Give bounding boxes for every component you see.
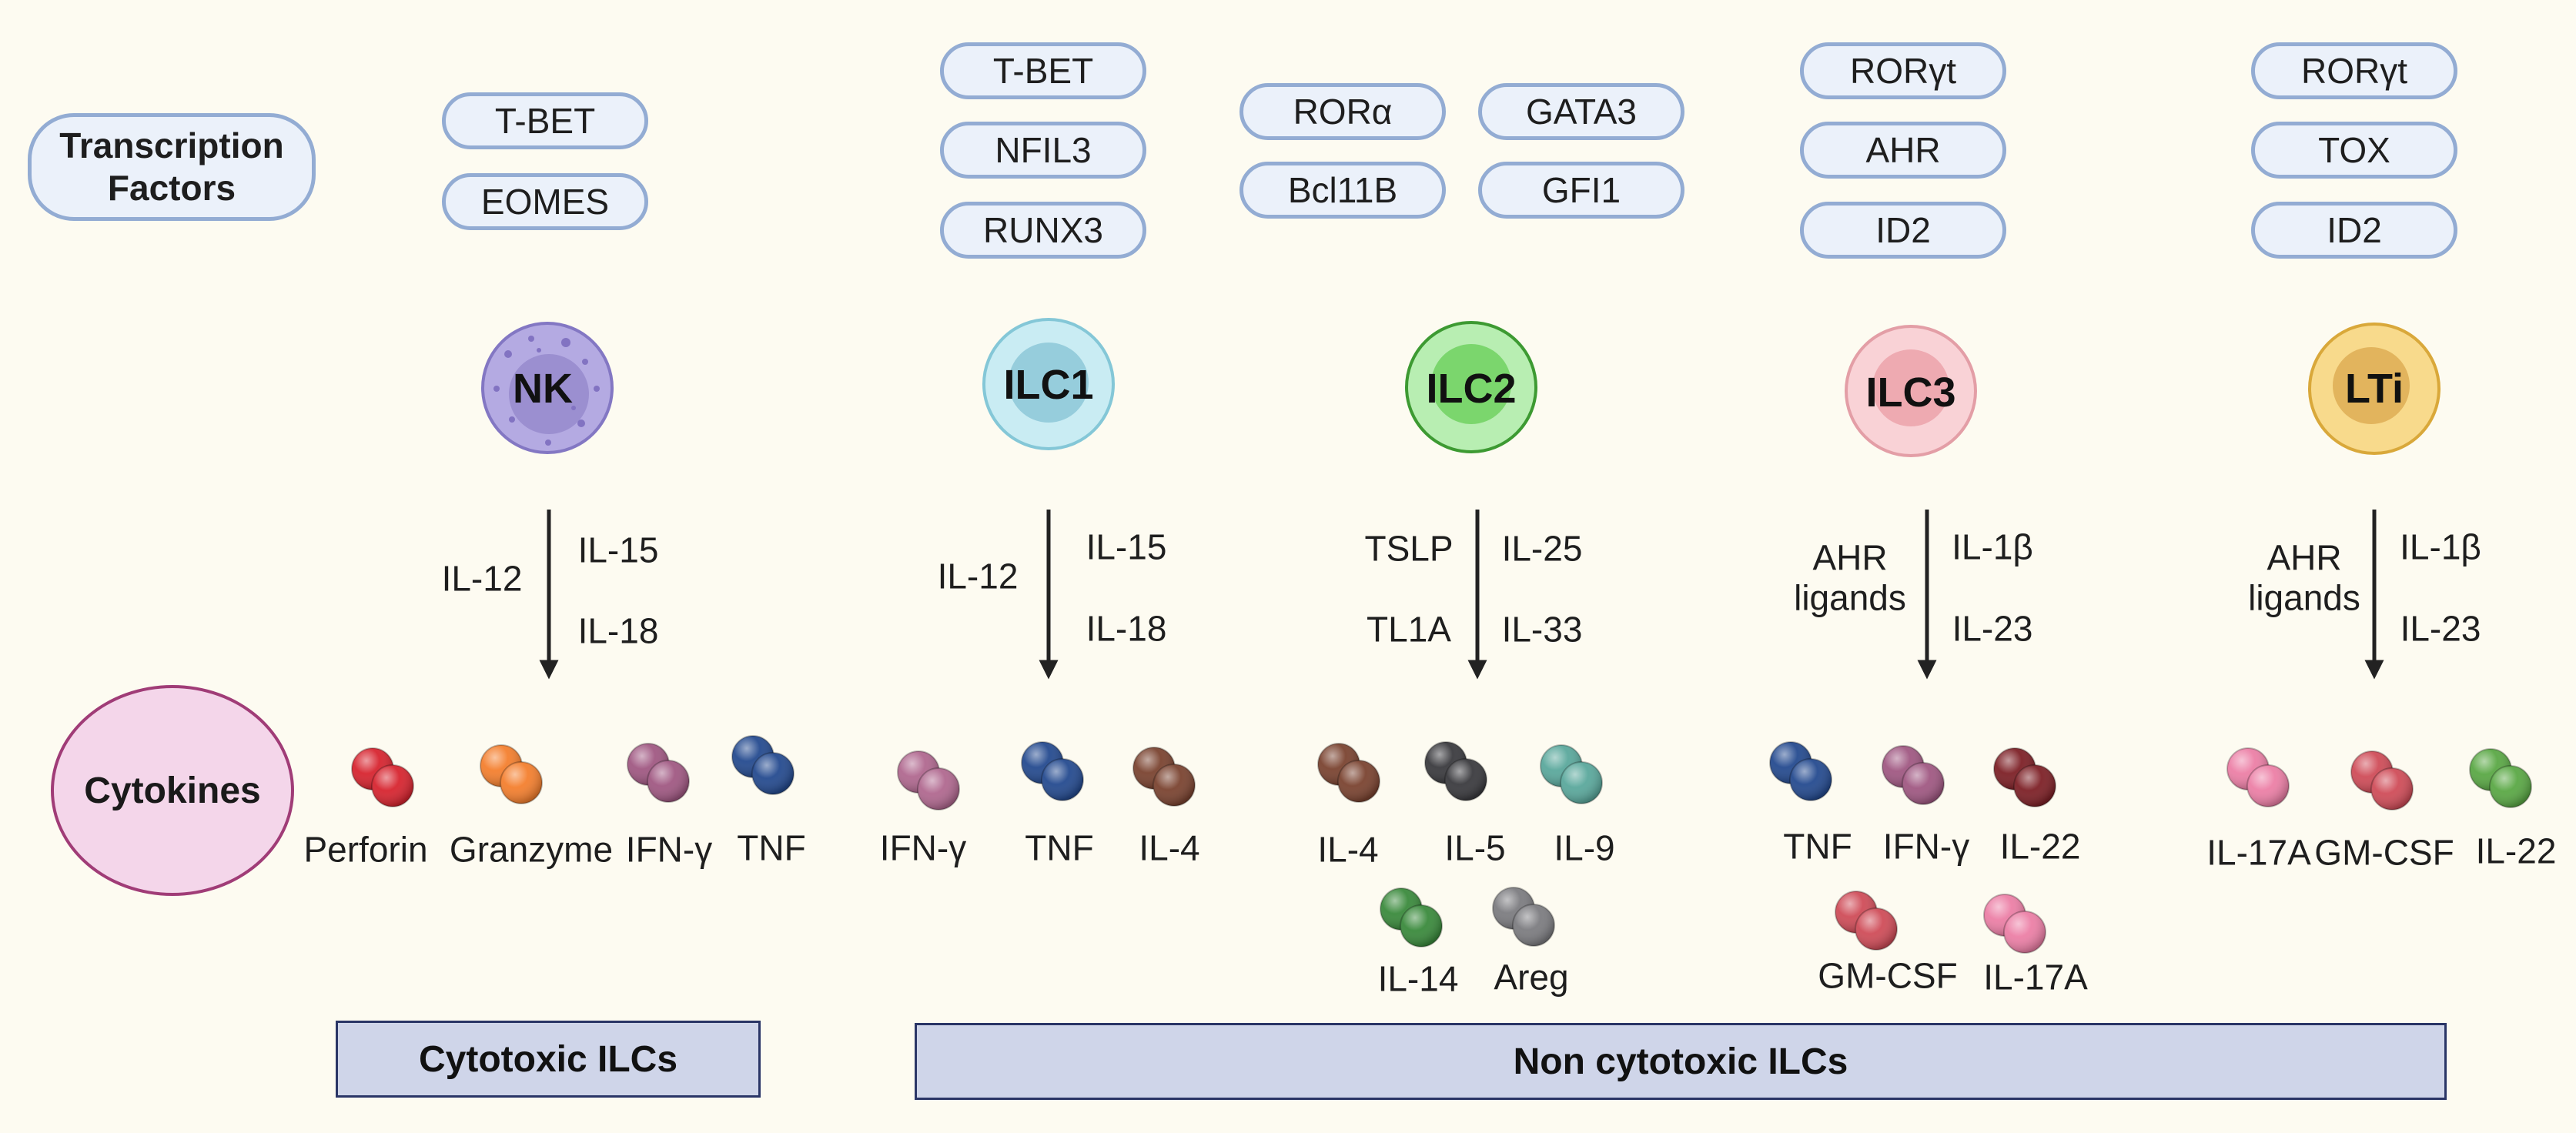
cytokine-molecule <box>1492 887 1555 947</box>
cytokine-molecule <box>351 747 414 807</box>
cytokine-label: IL-22 <box>2475 831 2557 871</box>
cytokine-molecule <box>1835 891 1898 951</box>
factor-pill: T-BET <box>940 42 1146 99</box>
cytokine-molecule <box>897 750 960 810</box>
cytokine-label: IL-9 <box>1554 827 1615 868</box>
category-non-cytotoxic: Non cytotoxic ILCs <box>915 1023 2447 1100</box>
inducer-label: AHR <box>1812 537 1888 578</box>
cytokine-label: IFN-γ <box>625 829 713 870</box>
cell-label-nk: NK <box>513 366 573 412</box>
factor-pill: AHR <box>1800 122 2006 179</box>
cytokine-molecule <box>480 744 543 804</box>
inducer-label: IL-12 <box>937 556 1019 597</box>
cytokine-label: IFN-γ <box>879 827 967 868</box>
cytokine-label: TNF <box>737 827 806 868</box>
cytokine-label: IL-17A <box>1983 957 2088 998</box>
cell-ilc1 <box>982 318 1115 450</box>
inducer-label: IL-1β <box>1952 526 2033 567</box>
cell-ilc3 <box>1845 325 1977 457</box>
cell-label-ilc1: ILC1 <box>1003 362 1094 408</box>
inducer-label: IL-18 <box>1086 608 1167 649</box>
cytokine-molecule <box>1021 741 1084 801</box>
cytokine-label: IL-5 <box>1444 827 1506 868</box>
cell-nk <box>481 322 614 454</box>
cytokine-label: IL-17A <box>2206 832 2311 873</box>
factor-pill: EOMES <box>442 173 648 230</box>
cytokine-molecule <box>1769 741 1832 801</box>
inducer-label: IL-25 <box>1501 528 1583 569</box>
cytokine-molecule <box>1132 747 1196 807</box>
category-cytotoxic: Cytotoxic ILCs <box>336 1021 761 1098</box>
cytokine-molecule <box>1983 894 2046 954</box>
inducer-label: IL-23 <box>1952 608 2033 649</box>
cytokine-molecule <box>731 735 795 795</box>
factor-pill: NFIL3 <box>940 122 1146 179</box>
cytokine-label: IL-22 <box>1999 826 2081 867</box>
factor-pill: GATA3 <box>1478 83 1684 140</box>
cell-label-lti: LTi <box>2345 366 2404 412</box>
inducer-label: TL1A <box>1367 609 1451 650</box>
cytokine-molecule <box>1424 741 1487 801</box>
factor-pill: T-BET <box>442 92 648 149</box>
factor-pill: TOX <box>2251 122 2457 179</box>
cytokine-molecule <box>1882 745 1945 805</box>
cytokine-label: IL-4 <box>1317 829 1379 870</box>
cell-label-ilc2: ILC2 <box>1426 366 1517 412</box>
inducer-label: ligands <box>1794 577 1906 618</box>
factor-pill: RUNX3 <box>940 202 1146 259</box>
transcription-factors-label: Transcription Factors <box>28 113 316 221</box>
cytokine-molecules <box>351 735 2532 954</box>
cytokine-label: IL-14 <box>1377 958 1459 999</box>
cytokine-label: Areg <box>1494 957 1569 998</box>
factor-pill: GFI1 <box>1478 162 1684 219</box>
cytokine-molecule <box>627 743 690 803</box>
inducer-label: IL-15 <box>577 530 659 570</box>
inducer-label: IL-15 <box>1086 526 1167 567</box>
factor-pill: ID2 <box>1800 202 2006 259</box>
cytokine-molecule <box>2469 748 2532 808</box>
cytokine-molecule <box>1540 744 1603 804</box>
cytokine-label: Granzyme <box>449 829 614 870</box>
cell-label-ilc3: ILC3 <box>1865 369 1956 416</box>
inducer-label: IL-1β <box>2400 526 2481 567</box>
inducer-label: IL-18 <box>577 610 659 651</box>
cytokine-molecule <box>1317 743 1380 803</box>
inducer-label: ligands <box>2248 577 2360 618</box>
cytokine-molecule <box>2226 747 2290 807</box>
factor-pill: RORα <box>1239 83 1446 140</box>
factor-pill: ID2 <box>2251 202 2457 259</box>
cell-ilc2 <box>1405 321 1537 453</box>
cytokine-label: TNF <box>1025 827 1094 868</box>
cytokines-label: Cytokines <box>51 685 294 896</box>
factor-pill: RORγt <box>1800 42 2006 99</box>
cytokine-label: GM-CSF <box>1818 955 1958 996</box>
inducer-label: AHR <box>2267 537 2342 578</box>
cytokine-label: IFN-γ <box>1882 826 1970 867</box>
inducer-label: IL-33 <box>1501 609 1583 650</box>
cytokine-molecule <box>1993 747 2056 807</box>
cytokine-label: Perforin <box>303 829 428 870</box>
cytokine-label: GM-CSF <box>2314 832 2454 873</box>
cytokine-molecule <box>2350 750 2414 810</box>
cytokine-label: TNF <box>1783 826 1852 867</box>
inducer-label: TSLP <box>1364 528 1454 569</box>
factor-pill: RORγt <box>2251 42 2457 99</box>
cytokine-molecule <box>1380 887 1443 948</box>
cytokine-label: IL-4 <box>1139 827 1200 868</box>
inducer-label: IL-23 <box>2400 608 2481 649</box>
cell-lti <box>2308 323 2441 455</box>
inducer-label: IL-12 <box>441 558 523 599</box>
factor-pill: Bcl11B <box>1239 162 1446 219</box>
